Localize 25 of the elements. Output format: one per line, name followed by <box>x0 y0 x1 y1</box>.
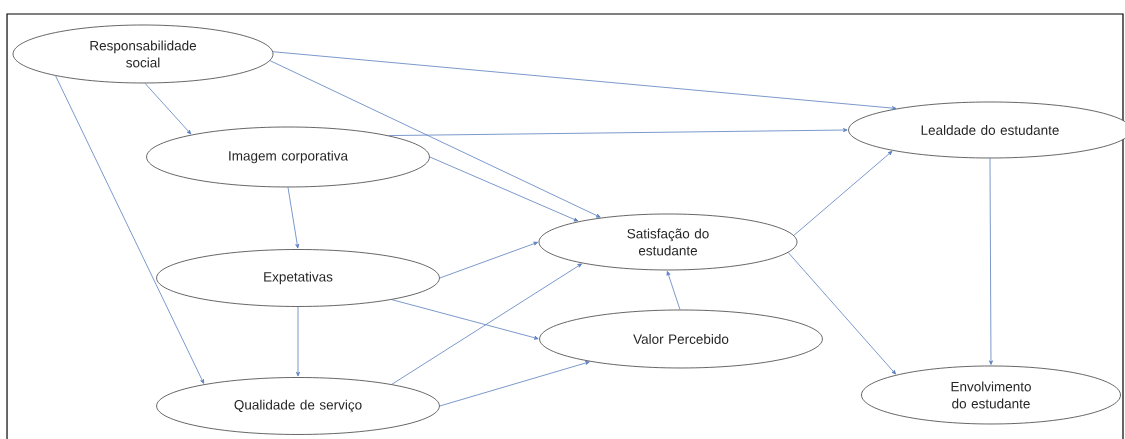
arrow <box>391 299 539 340</box>
arrow <box>439 361 590 407</box>
arrow <box>666 271 681 310</box>
arrow <box>55 75 205 384</box>
arrow <box>296 306 300 377</box>
arrow <box>272 51 897 111</box>
arrow <box>144 83 192 135</box>
ellipse-node: Satisfação do estudante <box>538 213 798 271</box>
ellipse-node: Imagem corporativa <box>146 126 430 188</box>
arrow <box>269 60 601 218</box>
node-label: Lealdade do estudante <box>921 125 1059 135</box>
arrow <box>989 158 993 365</box>
arrow <box>391 263 583 385</box>
ellipse-node: Expetativas <box>156 249 440 307</box>
arrow <box>439 241 539 279</box>
arrow <box>429 156 579 222</box>
arrow <box>388 128 848 136</box>
arrow <box>287 187 300 249</box>
ellipse-node: Valor Percebido <box>539 309 823 369</box>
ellipse-node: Qualidade de serviço <box>156 377 440 435</box>
ellipse-node: Envolvimento do estudante <box>861 365 1121 425</box>
arrow <box>793 150 893 236</box>
arrow <box>787 252 897 375</box>
ellipse-node: Responsabilidade social <box>12 24 274 84</box>
ellipse-node: Lealdade do estudante <box>848 101 1125 159</box>
